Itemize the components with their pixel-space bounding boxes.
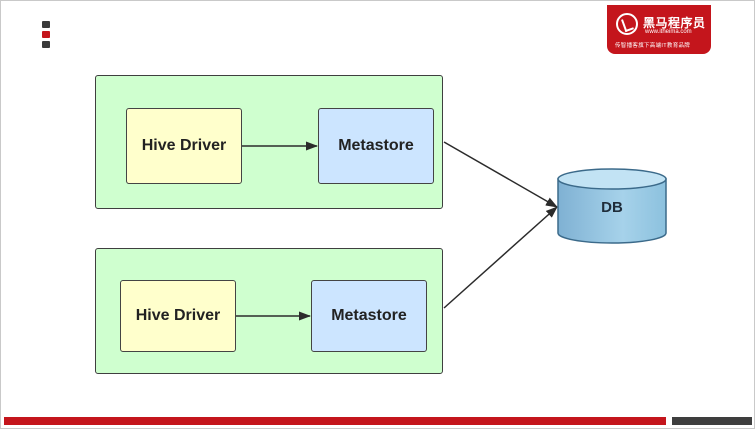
brand-logo: 黑马程序员 www.itheima.com 传智播客旗下高端IT教育品牌 (607, 5, 711, 54)
metastore-label-2: Metastore (331, 307, 407, 324)
hive-driver-node-2: Hive Driver (120, 280, 236, 352)
db-label: DB (601, 199, 623, 216)
arrow-metastore-2-to-db (443, 206, 558, 309)
hive-driver-node-1: Hive Driver (126, 108, 242, 184)
footer-bar-red (4, 417, 666, 425)
metastore-node-2: Metastore (311, 280, 427, 352)
metastore-label-1: Metastore (338, 137, 414, 154)
footer-bar-gray (672, 417, 752, 425)
brand-mark-icon (616, 13, 638, 35)
decoration-dot (42, 31, 50, 38)
hive-driver-label-1: Hive Driver (141, 137, 227, 154)
metastore-node-1: Metastore (318, 108, 434, 184)
arrow-metastore-1-to-db (443, 141, 558, 208)
brand-name: 黑马程序员 (643, 16, 706, 30)
brand-slogan: 传智播客旗下高端IT教育品牌 (615, 43, 691, 49)
slide-decoration-dots (42, 21, 52, 51)
brand-url: www.itheima.com (645, 29, 692, 35)
hive-driver-label-2: Hive Driver (135, 307, 221, 324)
decoration-dot (42, 41, 50, 48)
decoration-dot (42, 21, 50, 28)
database-cylinder-icon (557, 168, 667, 244)
